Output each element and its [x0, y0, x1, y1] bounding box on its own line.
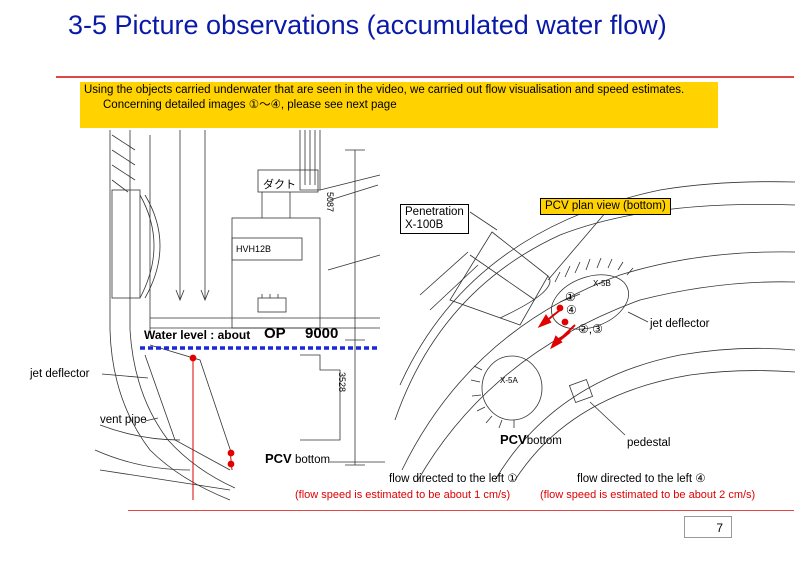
note-line-2: Concerning detailed images ①～④, please s… [103, 99, 397, 111]
vent-5b-label: X-5B [593, 279, 611, 288]
penetration-label: Penetration X-100B [400, 204, 469, 234]
note-box: Using the objects carried underwater tha… [80, 82, 718, 128]
title-divider [56, 76, 794, 78]
marker-dot [227, 449, 235, 457]
vent-5a-label: X-5A [500, 376, 518, 385]
op-value: 9000 [305, 325, 339, 342]
flow-speed-left: (flow speed is estimated to be about 1 c… [295, 489, 511, 501]
pcv-bottom-right: PCVbottom [500, 432, 562, 447]
marker-23-label: ②,③ [578, 322, 603, 336]
flow-caption-left: flow directed to the left ① [389, 473, 518, 485]
marker-dot [189, 354, 197, 362]
vent-pipe-label: vent pipe [100, 414, 147, 426]
pcv-drawing [94, 130, 796, 501]
page-title: 3-5 Picture observations (accumulated wa… [68, 10, 667, 40]
footer-divider [128, 510, 794, 511]
flow-caption-right: flow directed to the left ④ [577, 473, 706, 485]
pcv-bottom-left: PCV bottom [265, 451, 330, 466]
note-line-1: Using the objects carried underwater tha… [84, 84, 685, 96]
marker-dot [227, 460, 235, 468]
flow-speed-right: (flow speed is estimated to be about 2 c… [540, 489, 756, 501]
left-elevation-drawing [94, 130, 385, 501]
marker-dot [556, 304, 564, 312]
pcv-label-right: PCV [500, 432, 527, 447]
jet-deflector-label-right: jet deflector [650, 318, 710, 330]
pcv-label-left: PCV [265, 451, 292, 466]
penetration-line-2: X-100B [405, 219, 444, 231]
valve-label: HVH12B [236, 244, 272, 254]
pcv-bottom-text-left: bottom [294, 454, 331, 466]
pedestal-label: pedestal [627, 437, 671, 449]
penetration-line-1: Penetration [405, 206, 464, 218]
dimension-upper: 5087 [325, 192, 335, 213]
marker-1-label: ① [565, 290, 576, 304]
jet-deflector-label-left: jet deflector [30, 368, 90, 380]
duct-label: ダクト [263, 179, 296, 191]
pcv-bottom-text-right: bottom [526, 435, 562, 447]
flow-arrows [537, 309, 576, 350]
page-number: 7 [684, 516, 732, 538]
pcv-plan-view-label: PCV plan view (bottom) [540, 198, 671, 215]
marker-dot [561, 318, 569, 326]
op-label: OP [264, 325, 286, 342]
marker-4-label: ④ [566, 303, 577, 317]
dimension-lower: 3528 [337, 372, 347, 393]
water-level-label: Water level : about [144, 328, 251, 342]
